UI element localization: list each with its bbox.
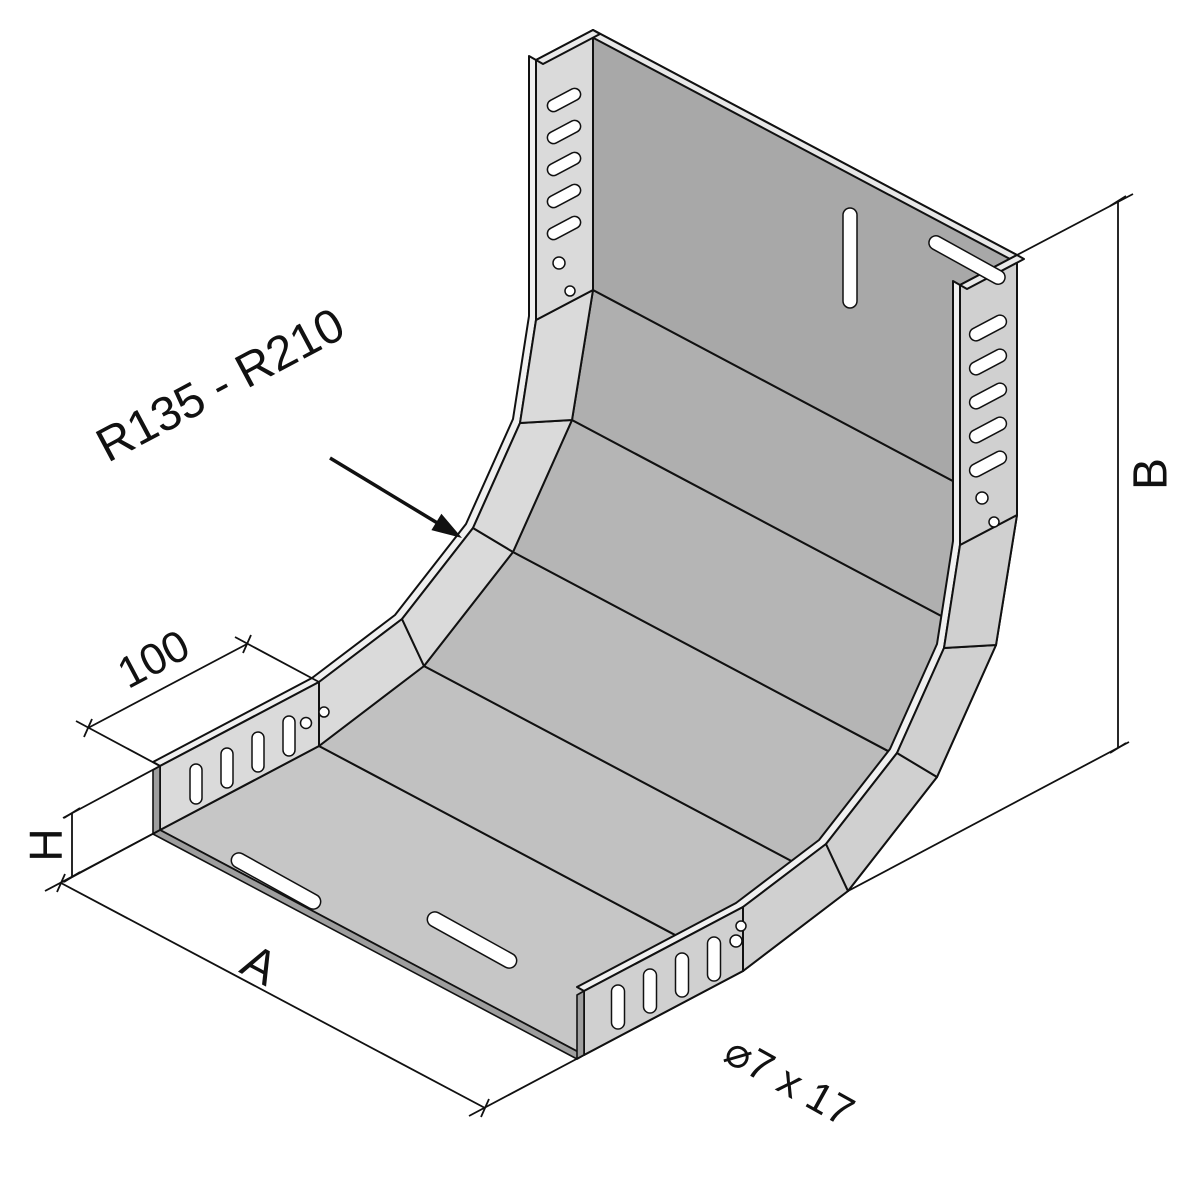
dimension-h-label: H xyxy=(20,828,72,861)
radius-arrowhead-icon xyxy=(431,513,462,538)
panel-slot xyxy=(842,207,858,309)
rail-slot xyxy=(251,731,265,773)
rail-slot xyxy=(546,119,582,145)
dimension-tick xyxy=(480,1098,490,1118)
rail-slot xyxy=(546,215,582,241)
dimension-100 xyxy=(75,634,320,767)
tray-interior-surfaces xyxy=(159,29,1018,1056)
rail-slot xyxy=(282,715,296,757)
end-cut-far-wall xyxy=(152,765,161,835)
rail-slot xyxy=(220,747,234,789)
panel-slot xyxy=(426,911,518,969)
dimension-a xyxy=(44,829,585,1118)
far-rail-slots xyxy=(189,706,330,805)
dimension-h xyxy=(62,765,161,883)
rail-slot xyxy=(642,968,658,1014)
radius-arrow-line xyxy=(329,456,445,529)
far-rail-vertical xyxy=(535,29,594,321)
rail-hole xyxy=(975,491,989,505)
perforations xyxy=(189,87,1008,1030)
dimension-line xyxy=(87,643,248,729)
dimension-tick xyxy=(242,634,252,654)
dimension-tick xyxy=(1109,195,1127,207)
dimension-line xyxy=(60,882,486,1109)
bottom-panel-slots xyxy=(230,852,518,969)
radius-range-label: R135 - R210 xyxy=(88,298,353,473)
dimension-tick xyxy=(83,718,93,738)
rail-slot xyxy=(968,450,1008,478)
rail-slot xyxy=(674,952,690,998)
far-vertical-rail-slots xyxy=(546,87,582,297)
rail-slot xyxy=(546,151,582,177)
dimension-tick xyxy=(56,873,66,893)
extension-line xyxy=(234,636,320,683)
rail-hole xyxy=(318,706,330,718)
rail-slot xyxy=(189,763,203,805)
rail-hole xyxy=(299,716,313,730)
end-cut-near-wall xyxy=(576,990,585,1060)
far-rail-top-cut-edge xyxy=(535,29,601,65)
vertical-panel-slots xyxy=(842,207,1006,309)
dimension-tick xyxy=(63,807,81,819)
panel-slot xyxy=(928,235,1006,285)
rail-slot xyxy=(968,314,1008,342)
radius-arrow xyxy=(329,456,462,538)
dimension-b-label: B xyxy=(1125,458,1178,490)
rail-slot xyxy=(968,382,1008,410)
rail-hole xyxy=(988,516,1000,528)
dimensions xyxy=(44,193,1134,1118)
rail-hole xyxy=(552,256,566,270)
dimension-b xyxy=(847,193,1134,892)
rail-slot xyxy=(968,416,1008,444)
extension-line xyxy=(75,720,161,767)
rail-slot xyxy=(706,936,722,982)
panel-slot xyxy=(230,852,322,910)
extension-line xyxy=(44,829,161,892)
rail-slot xyxy=(968,348,1008,376)
dimension-tick xyxy=(1109,742,1127,754)
dimension-a-label: A xyxy=(233,935,286,997)
rail-hole xyxy=(564,285,576,297)
near-vertical-rail-slots xyxy=(968,314,1008,528)
rail-hole xyxy=(729,934,743,948)
extension-line xyxy=(847,741,1130,892)
near-rail-slots xyxy=(610,920,747,1030)
dimension-100-label: 100 xyxy=(110,621,198,699)
rail-slot xyxy=(610,984,626,1030)
rail-slot xyxy=(546,87,582,113)
slot-size-label: ⌀7 x 17 xyxy=(717,1027,862,1136)
rail-slot xyxy=(546,183,582,209)
rail-hole xyxy=(735,920,747,932)
extension-line xyxy=(468,1054,585,1117)
